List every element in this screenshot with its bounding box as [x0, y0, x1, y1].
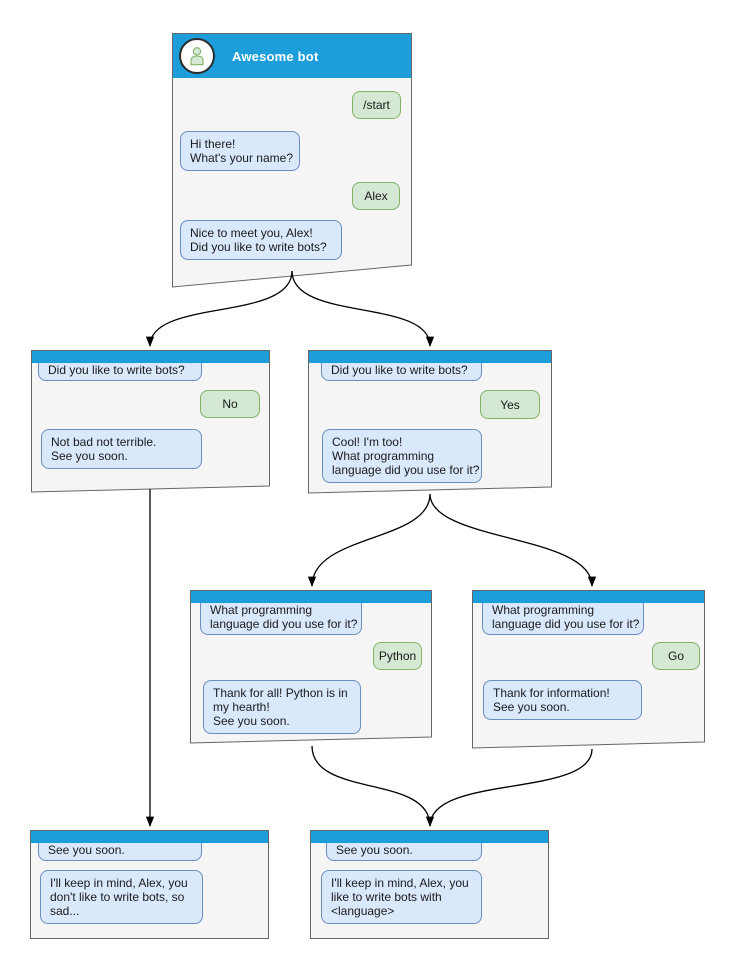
bot-title: Awesome bot: [232, 48, 319, 64]
user-message-start[interactable]: /start: [352, 91, 401, 119]
chat-card-end-no[interactable]: See you soon. I'll keep in mind, Alex, y…: [30, 830, 269, 939]
chat-card-python-branch[interactable]: What programming language did you use fo…: [190, 590, 432, 744]
user-message-no[interactable]: No: [200, 390, 260, 418]
bot-message-reply[interactable]: I'll keep in mind, Alex, you don't like …: [40, 870, 203, 924]
card-header-strip: [31, 831, 268, 843]
bot-message-reply[interactable]: Thank for information! See you soon.: [483, 680, 642, 720]
bot-message-meet[interactable]: Nice to meet you, Alex! Did you like to …: [180, 220, 342, 260]
chat-card-yes-branch[interactable]: Did you like to write bots? Yes Cool! I'…: [308, 350, 552, 494]
person-icon: [190, 47, 204, 66]
chat-card-no-branch[interactable]: Did you like to write bots? No Not bad n…: [31, 350, 270, 493]
card-header-strip: [32, 351, 269, 363]
bot-message-reply[interactable]: Cool! I'm too! What programming language…: [322, 429, 482, 483]
user-message-yes[interactable]: Yes: [480, 390, 540, 419]
chat-card-awesome-bot[interactable]: Awesome bot /start Hi there! What's your…: [172, 33, 412, 288]
bot-message-reply[interactable]: Not bad not terrible. See you soon.: [41, 429, 202, 469]
card-header-strip: [473, 591, 704, 603]
connector-yes-to-python[interactable]: [307, 493, 431, 588]
bot-message-greeting[interactable]: Hi there! What's your name?: [180, 131, 300, 171]
user-message-go[interactable]: Go: [652, 642, 700, 670]
bot-message-reply[interactable]: I'll keep in mind, Alex, you like to wri…: [321, 870, 482, 924]
connector-yes-to-go[interactable]: [429, 493, 597, 588]
avatar: [179, 38, 215, 74]
bot-message-reply[interactable]: Thank for all! Python is in my hearth! S…: [203, 680, 361, 734]
card-header-strip: [311, 831, 548, 843]
connector-python-to-end[interactable]: [311, 745, 435, 828]
card-header-strip: [191, 591, 431, 603]
user-message-python[interactable]: Python: [373, 642, 422, 670]
chat-header: Awesome bot: [173, 34, 411, 78]
chat-card-go-branch[interactable]: What programming language did you use fo…: [472, 590, 705, 749]
user-message-name[interactable]: Alex: [352, 182, 400, 210]
chat-card-end-yes[interactable]: See you soon. I'll keep in mind, Alex, y…: [310, 830, 549, 939]
connector-go-to-end[interactable]: [429, 748, 593, 827]
card-header-strip: [309, 351, 551, 363]
